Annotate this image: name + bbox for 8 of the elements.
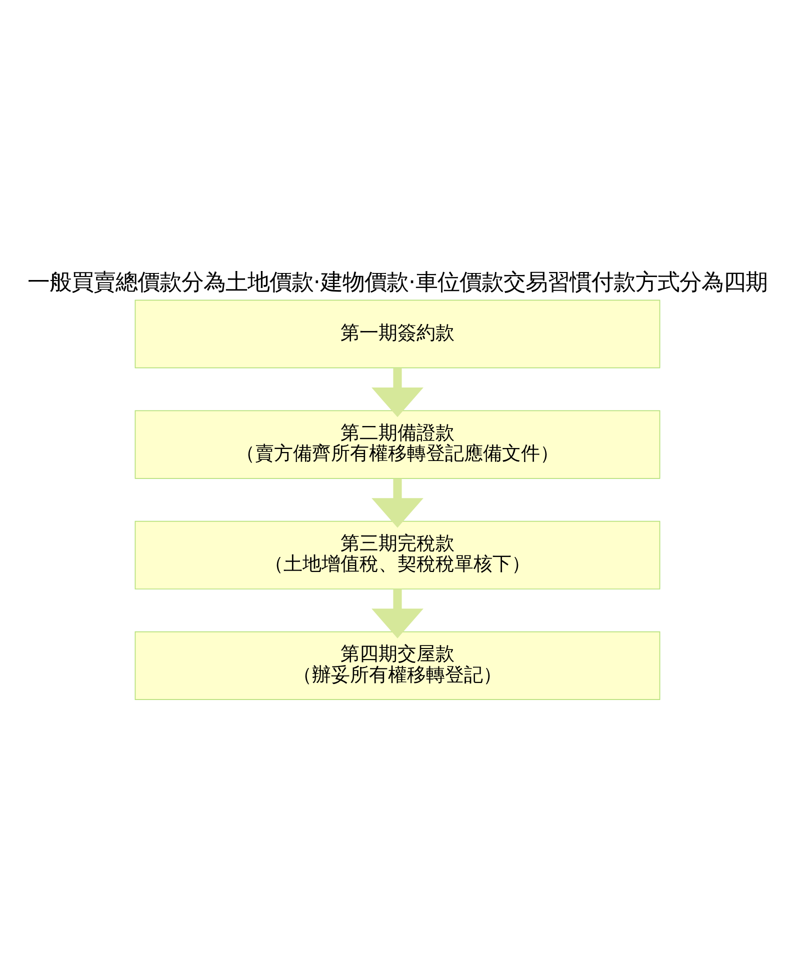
arrow <box>372 478 424 528</box>
arrow <box>372 368 424 417</box>
node-box: 第一期簽約款 <box>134 299 660 368</box>
diagram-title: 一般買賣總價款分為土地價款·建物價款·車位價款交易習慣付款方式分為四期 <box>27 269 768 296</box>
node-box: 第三期完稅款 （土地增值稅、契稅稅單核下） <box>134 520 660 589</box>
arrow <box>372 588 424 638</box>
node-box: 第四期交屋款 （辦妥所有權移轉登記） <box>134 630 660 700</box>
node-box: 第二期備證款 （賣方備齊所有權移轉登記應備文件） <box>134 410 660 478</box>
